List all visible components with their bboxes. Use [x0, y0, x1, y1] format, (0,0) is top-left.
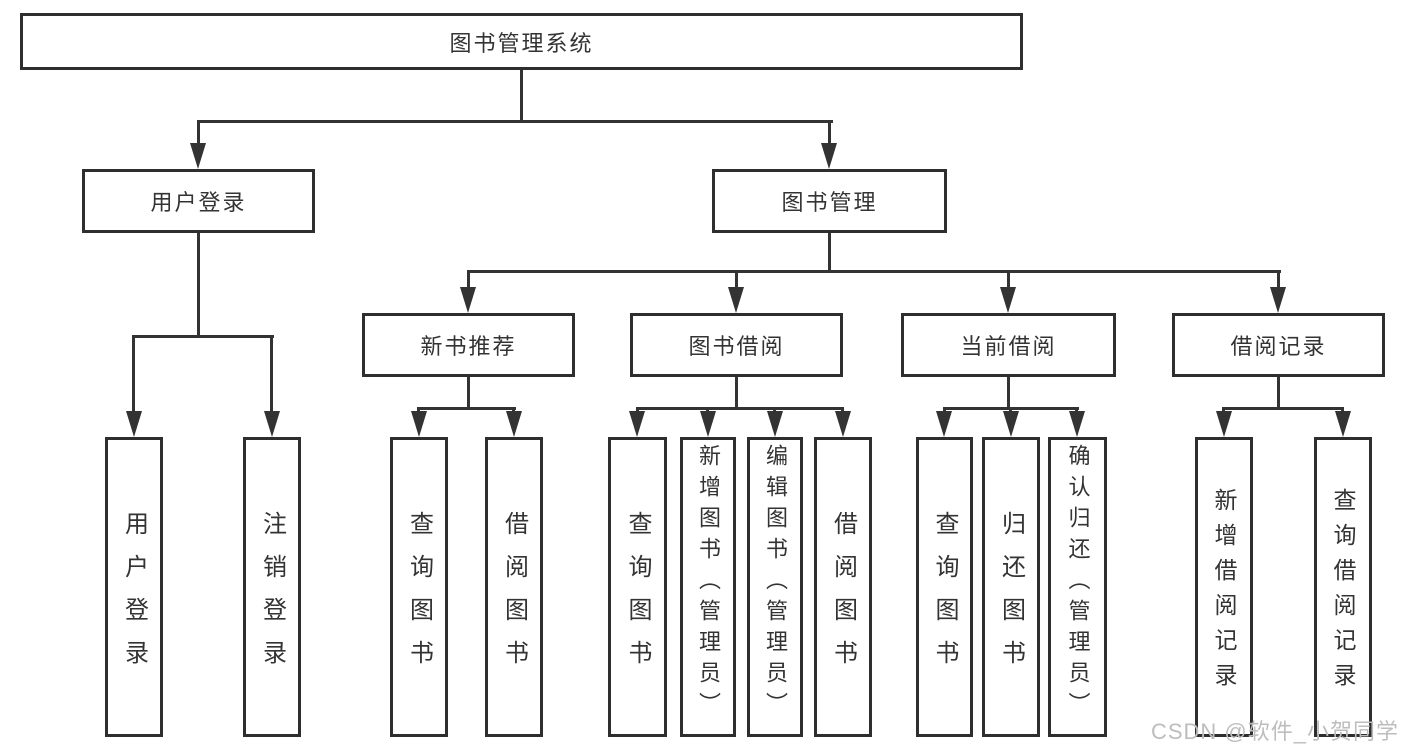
arrow-down-icon [506, 411, 522, 437]
connector-level2 [197, 120, 833, 123]
connector-current-borrow-stub [1007, 377, 1010, 409]
arrow-down-icon [1335, 411, 1351, 437]
connector-recommend-children [417, 407, 516, 410]
connector-to-book-borrow [735, 270, 738, 289]
arrow-down-icon [264, 411, 280, 437]
node-borrow-query-books: 查询图书 [608, 437, 667, 737]
connector-records-stub [1277, 377, 1280, 409]
arrow-down-icon [767, 411, 783, 437]
arrow-down-icon [821, 143, 837, 169]
node-user-login-action: 用户登录 [105, 437, 163, 737]
arrow-down-icon [411, 411, 427, 437]
node-current-confirm-return-admin: 确认归还（管理员） [1048, 437, 1107, 737]
node-recommend-query-books: 查询图书 [390, 437, 448, 737]
node-borrow-records: 借阅记录 [1172, 313, 1385, 377]
arrow-down-icon [460, 287, 476, 313]
connector-book-management-stub [828, 233, 831, 273]
arrow-down-icon [1069, 411, 1085, 437]
node-borrow-add-books-admin: 新增图书（管理员） [680, 437, 736, 737]
connector-book-borrow-stub [735, 377, 738, 409]
arrow-down-icon [1003, 411, 1019, 437]
node-records-query-record: 查询借阅记录 [1314, 437, 1372, 737]
node-records-add-record: 新增借阅记录 [1195, 437, 1253, 737]
node-book-management: 图书管理 [712, 169, 947, 233]
node-root: 图书管理系统 [20, 13, 1023, 70]
arrow-down-icon [700, 411, 716, 437]
arrow-down-icon [835, 411, 851, 437]
node-borrow-edit-books-admin: 编辑图书（管理员） [747, 437, 803, 737]
watermark: CSDN @软件_小贺同学 [1150, 719, 1399, 744]
arrow-down-icon [936, 411, 952, 437]
node-current-query-books: 查询图书 [916, 437, 973, 737]
arrow-down-icon [1216, 411, 1232, 437]
connector-level3 [467, 270, 1281, 273]
connector-recommend-stub [467, 377, 470, 409]
connector-user-login-children [132, 335, 274, 338]
connector-book-borrow-children [636, 407, 844, 410]
node-book-borrow: 图书借阅 [630, 313, 843, 377]
connector-to-new-book-recommend [467, 270, 470, 289]
arrow-down-icon [126, 411, 142, 437]
node-recommend-borrow-books: 借阅图书 [485, 437, 543, 737]
connector-to-user-login [197, 120, 200, 143]
connector-user-login-stub [197, 233, 200, 337]
node-user-login: 用户登录 [82, 169, 315, 233]
node-current-return-books: 归还图书 [982, 437, 1040, 737]
connector-to-borrow-records [1277, 270, 1280, 289]
connector-records-children [1222, 407, 1344, 410]
connector-to-book-management [828, 120, 831, 143]
connector-to-logout-action [270, 335, 273, 411]
arrow-down-icon [190, 143, 206, 169]
connector-root-stub [520, 70, 523, 122]
node-logout-action: 注销登录 [243, 437, 301, 737]
connector-to-user-login-action [132, 335, 135, 411]
node-new-book-recommend: 新书推荐 [362, 313, 575, 377]
arrow-down-icon [629, 411, 645, 437]
arrow-down-icon [1270, 287, 1286, 313]
arrow-down-icon [728, 287, 744, 313]
arrow-down-icon [1000, 287, 1016, 313]
node-current-borrow: 当前借阅 [901, 313, 1116, 377]
node-borrow-borrow-books: 借阅图书 [814, 437, 872, 737]
connector-to-current-borrow [1007, 270, 1010, 289]
